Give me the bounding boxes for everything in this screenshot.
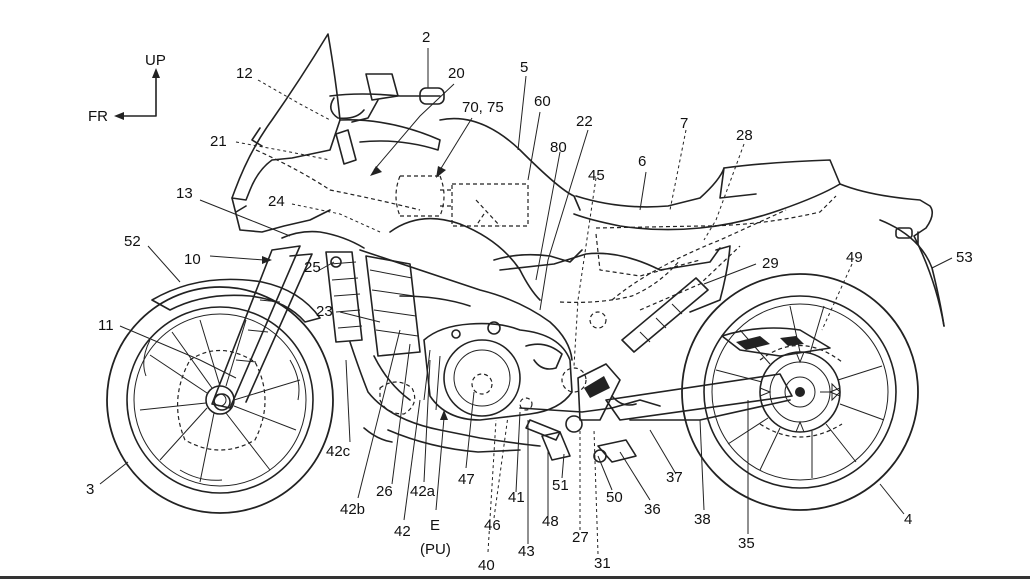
label-26: 26	[376, 483, 393, 500]
label-49: 49	[846, 249, 863, 266]
label-42a: 42a	[410, 483, 436, 500]
exhaust-pipes	[349, 341, 541, 453]
label-11: 11	[98, 317, 114, 334]
label-7: 7	[680, 115, 688, 132]
up-label: UP	[145, 52, 166, 69]
label-12: 12	[236, 65, 253, 82]
label-37: 37	[666, 469, 683, 486]
leader-lines	[99, 48, 953, 555]
seat	[573, 159, 841, 231]
label-53: 53	[956, 249, 973, 266]
label-48: 48	[542, 513, 559, 530]
label-43: 43	[518, 543, 535, 560]
label-25: 25	[304, 259, 321, 276]
label-20: 20	[448, 65, 465, 82]
label-38: 38	[694, 511, 711, 528]
reference-numerals: 2 12 20 5 70, 75 60 22 7 21 80 28 45 6 1…	[86, 29, 973, 574]
rear-shock	[621, 277, 709, 353]
radiator	[325, 251, 421, 357]
label-13: 13	[176, 185, 193, 202]
label-24: 24	[268, 193, 285, 210]
footpeg-bracket	[519, 363, 661, 463]
label-70-75: 70, 75	[462, 99, 504, 116]
bottom-border	[0, 576, 1030, 579]
label-36: 36	[644, 501, 661, 518]
label-42b: 42b	[340, 501, 365, 518]
label-3: 3	[86, 481, 94, 498]
rear-sprocket	[759, 351, 841, 433]
tank-cover	[389, 117, 583, 301]
label-31: 31	[594, 555, 611, 572]
rear-wheel	[681, 273, 919, 511]
label-10: 10	[184, 251, 201, 268]
label-40: 40	[478, 557, 495, 574]
label-28: 28	[736, 127, 753, 144]
label-60: 60	[534, 93, 551, 110]
side-stand	[525, 419, 561, 441]
handlebar	[329, 73, 445, 165]
front-label: FR	[88, 108, 108, 125]
label-41: 41	[508, 489, 525, 506]
label-42: 42	[394, 523, 411, 540]
label-35: 35	[738, 535, 755, 552]
label-80: 80	[550, 139, 567, 156]
label-45: 45	[588, 167, 605, 184]
label-46: 46	[484, 517, 501, 534]
label-4: 4	[904, 511, 912, 528]
engine-unit	[423, 321, 587, 421]
label-47: 47	[458, 471, 475, 488]
label-27: 27	[572, 529, 589, 546]
orientation-indicator: UP FR	[88, 52, 166, 125]
label-6: 6	[638, 153, 646, 170]
label-51: 51	[552, 477, 569, 494]
main-frame	[359, 245, 731, 361]
label-22: 22	[576, 113, 593, 130]
label-E: E	[430, 517, 440, 534]
label-5: 5	[520, 59, 528, 76]
label-50: 50	[606, 489, 623, 506]
chain-cover	[721, 327, 831, 357]
label-29: 29	[762, 255, 779, 272]
front-fender	[151, 278, 321, 323]
label-PU: (PU)	[420, 541, 451, 558]
label-2: 2	[422, 29, 430, 46]
front-wheel	[106, 286, 334, 514]
label-42c: 42c	[326, 443, 351, 460]
front-fork	[211, 245, 313, 411]
label-52: 52	[124, 233, 141, 250]
fairing-and-windscreen	[231, 33, 441, 249]
label-21: 21	[210, 133, 227, 150]
label-23: 23	[316, 303, 333, 320]
